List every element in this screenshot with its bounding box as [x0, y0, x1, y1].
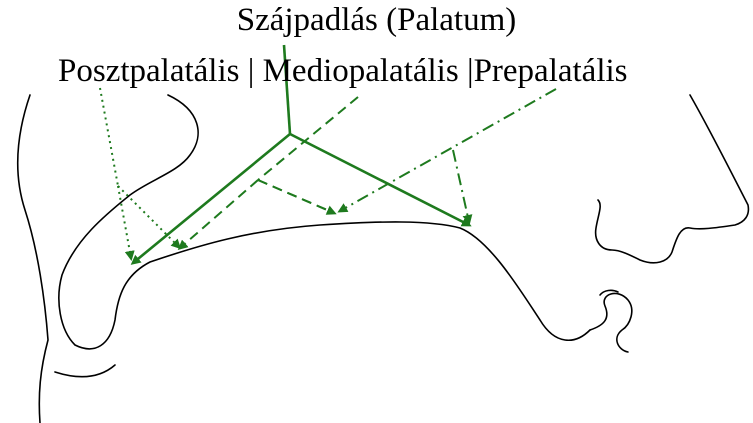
- nose-outline: [596, 95, 749, 263]
- dotted-pointer-left: [118, 186, 131, 258]
- dotted-leader-line: [100, 88, 118, 186]
- left-contour: [18, 95, 48, 423]
- region-labels: Posztpalatális | Mediopalatális |Prepala…: [58, 52, 628, 90]
- solid-pointer-right: [290, 134, 469, 225]
- head-outline: [18, 95, 749, 423]
- dashdot-branch-line: [453, 150, 469, 222]
- dotted-pointer-right: [118, 186, 179, 247]
- region-label-prepalatalis: Prepalatális: [474, 53, 628, 89]
- diagram-title: Szájpadlás (Palatum): [0, 1, 753, 39]
- dashed-pointer-right: [258, 180, 334, 213]
- nasopharynx-outline: [59, 95, 590, 349]
- dashdot-pointer-group: [340, 89, 556, 222]
- lip-outline: [590, 293, 632, 352]
- region-separator: |: [467, 53, 474, 89]
- dashed-leader-line: [258, 97, 358, 180]
- dashdot-leader-line: [340, 89, 556, 211]
- dashed-pointer-group: [180, 97, 358, 248]
- tongue-surface: [55, 365, 115, 377]
- region-separator: |: [248, 53, 255, 89]
- region-label-posztpalatalis: Posztpalatális: [58, 53, 239, 89]
- region-label-mediopalatalis: Mediopalatális: [263, 53, 459, 89]
